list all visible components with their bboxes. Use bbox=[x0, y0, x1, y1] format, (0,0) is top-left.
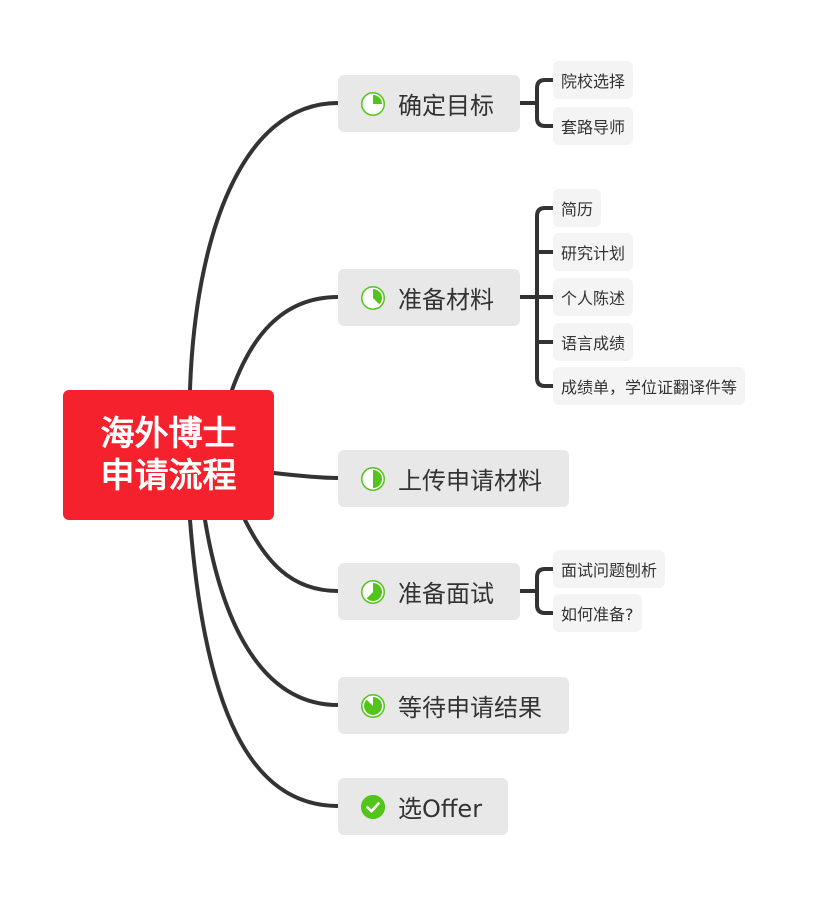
leaf-label: 个人陈述 bbox=[561, 289, 626, 308]
leaf-label: 套路导师 bbox=[561, 118, 626, 137]
progress-fill bbox=[364, 696, 383, 715]
leaf-label: 简历 bbox=[561, 200, 594, 219]
progress-icon bbox=[361, 693, 385, 718]
branch-label: 等待申请结果 bbox=[398, 694, 542, 722]
connector-branch-4 bbox=[203, 518, 340, 707]
root-title-line-1: 海外博士 bbox=[100, 414, 237, 454]
branch-topic[interactable]: 上传申请材料 bbox=[338, 450, 569, 507]
leaf-topic[interactable]: 语言成绩 bbox=[553, 323, 634, 361]
progress-icon bbox=[361, 91, 385, 116]
root-topic[interactable]: 海外博士 申请流程 bbox=[63, 390, 274, 520]
branch-label: 选Offer bbox=[398, 795, 483, 823]
leaf-topic[interactable]: 院校选择 bbox=[553, 61, 634, 99]
progress-fill bbox=[373, 288, 382, 304]
branch-topic[interactable]: 准备面试 bbox=[338, 563, 520, 620]
branch-label: 准备材料 bbox=[398, 286, 494, 314]
root-title-line-2: 申请流程 bbox=[100, 456, 237, 496]
leaf-label: 研究计划 bbox=[561, 244, 626, 263]
branch-label: 上传申请材料 bbox=[398, 467, 542, 495]
leaf-label: 面试问题刨析 bbox=[561, 561, 658, 580]
connector-branch-1 bbox=[230, 295, 340, 392]
branch-topic[interactable]: 确定目标 bbox=[338, 75, 520, 132]
leaf-topic[interactable]: 套路导师 bbox=[553, 107, 634, 145]
progress-icon bbox=[361, 285, 385, 310]
branch-label: 确定目标 bbox=[398, 92, 494, 120]
leaf-topic[interactable]: 研究计划 bbox=[553, 233, 634, 271]
checkmark bbox=[366, 801, 380, 812]
leaf-topic[interactable]: 个人陈述 bbox=[553, 278, 634, 316]
leaf-label: 语言成绩 bbox=[561, 334, 626, 353]
progress-fill bbox=[373, 94, 382, 104]
leaf-topic[interactable]: 成绩单，学位证翻译件等 bbox=[553, 367, 746, 405]
connector-leaves-1 bbox=[518, 206, 555, 388]
check-icon bbox=[361, 794, 385, 819]
branch-topic[interactable]: 准备材料 bbox=[338, 269, 520, 326]
branch-label: 准备面试 bbox=[398, 580, 494, 608]
progress-fill bbox=[366, 582, 383, 601]
progress-icon bbox=[361, 466, 385, 491]
leaf-label: 如何准备? bbox=[561, 605, 634, 624]
connector-branch-5 bbox=[188, 518, 340, 808]
branch-topic[interactable]: 选Offer bbox=[338, 778, 508, 835]
connector-leaves-3 bbox=[518, 567, 555, 615]
connector-leaves-0 bbox=[518, 78, 555, 128]
connector-branch-3 bbox=[243, 518, 340, 593]
leaf-label: 成绩单，学位证翻译件等 bbox=[561, 378, 738, 397]
progress-icon bbox=[361, 579, 385, 604]
branch-topic[interactable]: 等待申请结果 bbox=[338, 677, 569, 734]
connector-branch-0 bbox=[188, 101, 340, 392]
leaf-topic[interactable]: 如何准备? bbox=[553, 594, 642, 632]
progress-fill bbox=[373, 469, 382, 488]
leaf-topic[interactable]: 面试问题刨析 bbox=[553, 550, 666, 588]
progress-fill bbox=[361, 794, 385, 819]
connector-branch-2 bbox=[272, 471, 340, 480]
leaf-topic[interactable]: 简历 bbox=[553, 189, 602, 227]
leaf-label: 院校选择 bbox=[561, 72, 626, 91]
